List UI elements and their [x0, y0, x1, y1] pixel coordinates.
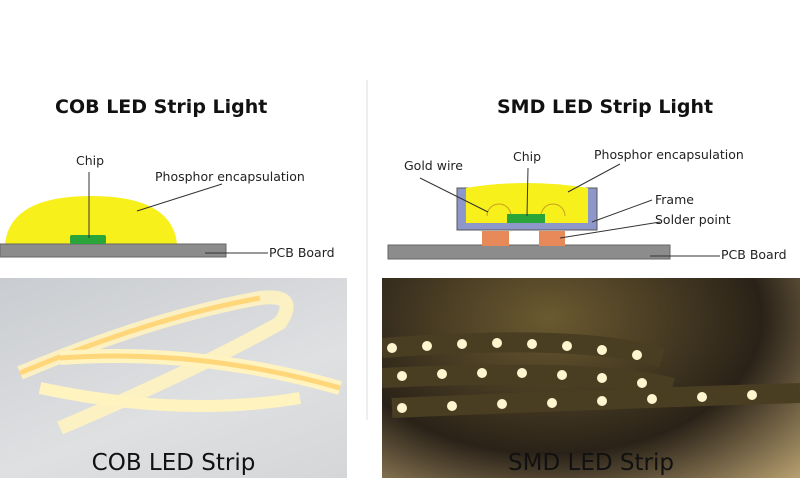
smd-frame-label: Frame [655, 192, 694, 207]
smd-title: SMD LED Strip Light [497, 96, 714, 118]
smd-pcb-label: PCB Board [721, 247, 787, 262]
cob-pcb [0, 243, 227, 258]
smd-solder-right [539, 231, 565, 246]
smd-solder-left [482, 231, 509, 246]
smd-chip-leader [526, 167, 529, 217]
smd-frame-leader [591, 199, 653, 223]
smd-solder-label: Solder point [655, 212, 731, 227]
smd-chip [507, 214, 545, 223]
smd-strip-illustration [382, 332, 800, 418]
smd-chip-label: Chip [513, 149, 542, 164]
smd-phosphor-label: Phosphor encapsulation [594, 147, 744, 162]
smd-goldwire-leader [419, 177, 489, 213]
cob-phosphor-label: Phosphor encapsulation [155, 169, 305, 184]
cob-pcb-label: PCB Board [269, 245, 335, 260]
smd-strip-photo: SMD LED Strip [382, 278, 800, 478]
smd-photo-caption: SMD LED Strip [508, 450, 674, 476]
cob-phosphor-dome [5, 196, 177, 244]
cob-phosphor-leader [136, 183, 223, 212]
smd-pcb [387, 244, 671, 260]
cob-chip-label: Chip [76, 153, 105, 168]
smd-goldwire-label: Gold wire [404, 158, 463, 173]
cob-chip [70, 235, 106, 244]
smd-phosphor-leader [567, 163, 621, 193]
cob-strip-illustration [17, 290, 342, 435]
cob-strip-photo: COB LED Strip [0, 278, 347, 478]
smd-gold-wire-right [540, 203, 566, 217]
smd-solder-leader [559, 221, 661, 239]
cob-photo-caption: COB LED Strip [91, 450, 256, 476]
cob-title: COB LED Strip Light [55, 96, 268, 118]
